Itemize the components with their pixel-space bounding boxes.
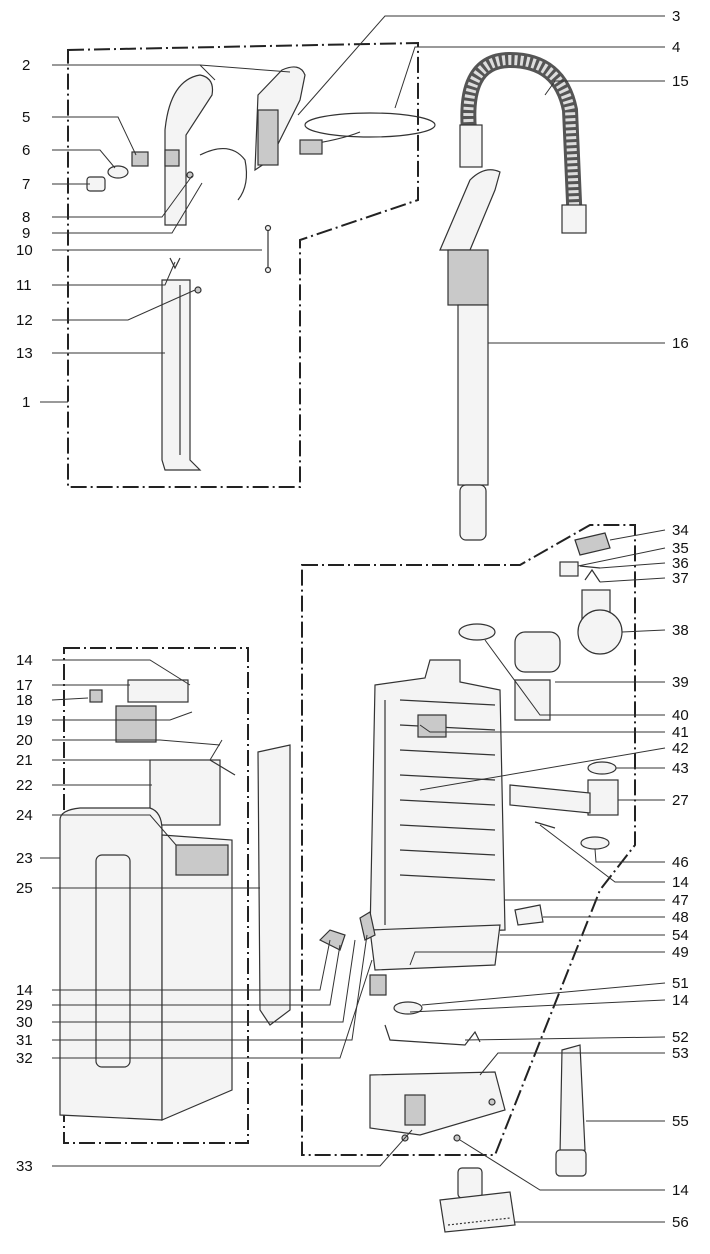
body-housing-part — [369, 659, 506, 971]
callout-54: 54 — [672, 927, 689, 944]
callout-14: 14 — [16, 982, 33, 999]
callout-7: 7 — [22, 176, 30, 193]
callout-3: 3 — [672, 8, 680, 25]
callout-52: 52 — [672, 1029, 689, 1046]
callout-22: 22 — [16, 777, 33, 794]
callout-25: 25 — [16, 880, 33, 897]
callout-30: 30 — [16, 1014, 33, 1031]
callout-31: 31 — [16, 1032, 33, 1049]
power-cord-part — [199, 112, 436, 201]
ring-part — [458, 623, 496, 641]
handle-tube-part — [161, 279, 202, 471]
motor-part — [509, 761, 619, 850]
bag-door-part — [514, 589, 623, 721]
callout-42: 42 — [672, 740, 689, 757]
callout-35: 35 — [672, 540, 689, 557]
callout-32: 32 — [16, 1050, 33, 1067]
callout-37: 37 — [672, 570, 689, 587]
top-latch-part — [559, 532, 611, 583]
callout-11: 11 — [16, 277, 32, 294]
callout-13: 13 — [16, 345, 33, 362]
callout-56: 56 — [672, 1214, 689, 1231]
upholstery-brush-part — [439, 1167, 516, 1233]
callout-36: 36 — [672, 555, 689, 572]
callout-10: 10 — [16, 242, 33, 259]
hose-part — [459, 51, 587, 234]
main-body-group-border — [301, 524, 636, 1156]
callout-47: 47 — [672, 892, 689, 909]
callout-51: 51 — [672, 975, 689, 992]
leader-lines — [40, 15, 666, 1223]
callout-14: 14 — [16, 652, 33, 669]
handle-assembly-group-border — [67, 41, 419, 488]
callout-29: 29 — [16, 997, 33, 1014]
callout-4: 4 — [672, 39, 680, 56]
callout-numbers: 3 4 15 16 2 5 6 7 8 9 10 11 12 13 1 14 1… — [16, 8, 689, 1231]
callout-48: 48 — [672, 909, 689, 926]
callout-55: 55 — [672, 1113, 689, 1130]
callout-24: 24 — [16, 807, 33, 824]
callout-49: 49 — [672, 944, 689, 961]
callout-34: 34 — [672, 522, 689, 539]
callout-9: 9 — [22, 225, 30, 242]
callout-33: 33 — [16, 1158, 33, 1175]
callout-39: 39 — [672, 674, 689, 691]
callout-23: 23 — [16, 850, 33, 867]
callout-21: 21 — [16, 752, 33, 769]
handle-grip-part — [164, 66, 306, 226]
callout-20: 20 — [16, 732, 33, 749]
wand-part — [439, 169, 501, 541]
bag-tube-part — [257, 744, 291, 1026]
callout-19: 19 — [16, 712, 33, 729]
callout-53: 53 — [672, 1045, 689, 1062]
callout-18: 18 — [16, 692, 33, 709]
callout-46: 46 — [672, 854, 689, 871]
callout-5: 5 — [22, 109, 30, 126]
callout-8: 8 — [22, 209, 30, 226]
callout-17: 17 — [16, 677, 33, 694]
callout-38: 38 — [672, 622, 689, 639]
callout-40: 40 — [672, 707, 689, 724]
front-cover-part — [59, 807, 233, 1121]
callout-1: 1 — [22, 394, 30, 411]
callout-16: 16 — [672, 335, 689, 352]
callout-12: 12 — [16, 312, 33, 329]
callout-14: 14 — [672, 992, 689, 1009]
callout-41: 41 — [672, 724, 689, 741]
callout-14: 14 — [672, 874, 689, 891]
crevice-tool-part — [555, 1044, 587, 1177]
callout-14: 14 — [672, 1182, 689, 1199]
callout-6: 6 — [22, 142, 30, 159]
callout-27: 27 — [672, 792, 689, 809]
callout-2: 2 — [22, 57, 30, 74]
switch-housing-part — [89, 679, 236, 826]
base-tray-part — [369, 1024, 506, 1142]
callout-15: 15 — [672, 73, 689, 90]
callout-43: 43 — [672, 760, 689, 777]
switch-part — [86, 149, 194, 192]
bottom-clip-part — [318, 904, 544, 1015]
